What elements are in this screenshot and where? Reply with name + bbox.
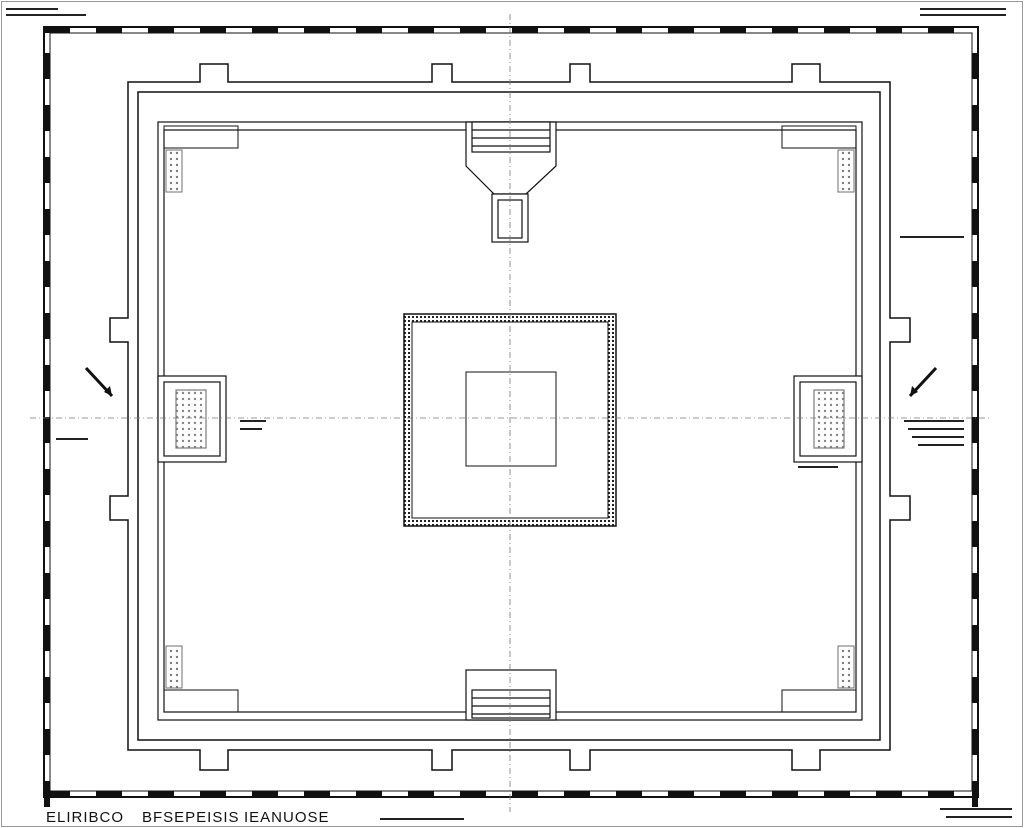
scale-block <box>972 365 978 391</box>
scale-block <box>44 469 50 495</box>
scale-block <box>616 27 642 33</box>
scale-block <box>876 791 902 797</box>
scale-block <box>460 791 486 797</box>
scale-block <box>824 27 850 33</box>
scale-block <box>44 791 70 797</box>
scale-block <box>972 157 978 183</box>
scale-block <box>720 791 746 797</box>
scale-block <box>44 53 50 79</box>
scale-block <box>876 27 902 33</box>
scale-block <box>356 791 382 797</box>
scale-block <box>512 791 538 797</box>
scale-block <box>720 27 746 33</box>
scale-block <box>564 27 590 33</box>
scale-block <box>44 781 50 807</box>
scale-block <box>972 781 978 807</box>
scale-block <box>928 791 954 797</box>
scale-block <box>200 27 226 33</box>
scale-block <box>148 791 174 797</box>
scale-block <box>44 105 50 131</box>
scale-block <box>564 791 590 797</box>
scale-block <box>356 27 382 33</box>
east-alcove <box>793 375 863 463</box>
scale-block <box>824 791 850 797</box>
scale-block <box>44 261 50 287</box>
scale-block <box>44 521 50 547</box>
scale-block <box>928 27 954 33</box>
scale-block <box>772 791 798 797</box>
scale-block <box>972 105 978 131</box>
scale-block <box>44 573 50 599</box>
scale-block <box>44 157 50 183</box>
scale-block <box>96 27 122 33</box>
scale-block <box>148 27 174 33</box>
scale-block <box>44 27 70 33</box>
scale-block <box>972 521 978 547</box>
scale-block <box>668 791 694 797</box>
scale-block <box>252 791 278 797</box>
scale-block <box>512 27 538 33</box>
title-right: IEANUOSE <box>244 809 330 826</box>
west-alcove <box>157 375 227 463</box>
scale-block <box>972 53 978 79</box>
scale-block <box>44 417 50 443</box>
scale-block <box>304 27 330 33</box>
scale-block <box>668 27 694 33</box>
scale-block <box>972 209 978 235</box>
corner-details <box>163 125 857 713</box>
north-arrow-left <box>84 366 114 398</box>
scale-block <box>304 791 330 797</box>
scale-block <box>972 729 978 755</box>
scale-block <box>972 417 978 443</box>
scale-block <box>972 313 978 339</box>
title-left: ELIRIBCO <box>46 809 125 826</box>
scale-block <box>44 209 50 235</box>
scale-block <box>972 625 978 651</box>
scale-block <box>44 677 50 703</box>
scale-block <box>44 625 50 651</box>
bottom-entrance <box>465 669 557 721</box>
scale-block <box>96 791 122 797</box>
annotation-marks <box>6 8 1012 820</box>
scale-block <box>44 729 50 755</box>
north-arrow-right <box>908 366 938 398</box>
scale-block <box>772 27 798 33</box>
scale-block <box>972 677 978 703</box>
outer-wall <box>109 63 911 771</box>
scale-block <box>200 791 226 797</box>
scale-block <box>972 469 978 495</box>
scale-block <box>408 791 434 797</box>
scale-block <box>460 27 486 33</box>
title-mid: BFSEPEISIS <box>142 809 240 826</box>
scale-block <box>44 313 50 339</box>
scale-block <box>44 365 50 391</box>
scale-block <box>408 27 434 33</box>
border-ticks <box>44 27 978 807</box>
scale-border <box>43 26 979 807</box>
centerlines <box>30 14 990 812</box>
top-entrance <box>465 121 557 243</box>
scale-block <box>252 27 278 33</box>
scale-block <box>616 791 642 797</box>
scale-block <box>972 573 978 599</box>
scale-block <box>972 261 978 287</box>
